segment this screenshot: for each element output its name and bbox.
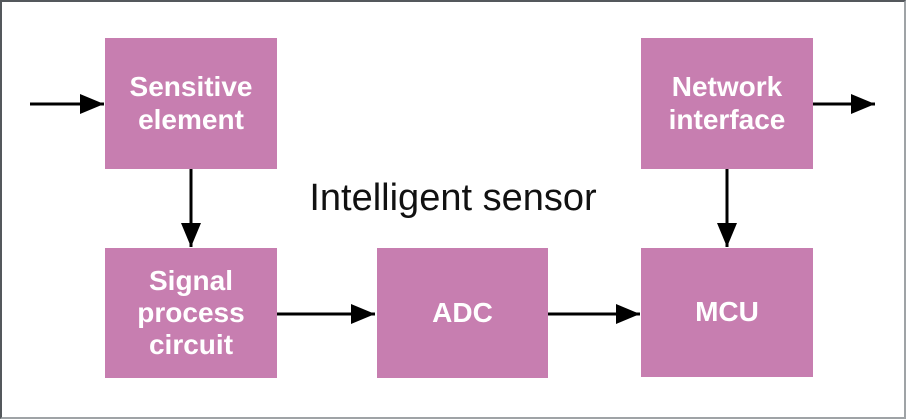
block-label-sensitive-element: Sensitive element [129,71,253,135]
block-adc: ADC [377,248,548,378]
diagram-title: Intelligent sensor [309,177,597,219]
block-label-adc: ADC [432,296,493,328]
block-label-signal-process-circuit: Signal process circuit [137,264,245,361]
block-label-mcu: MCU [695,296,759,328]
block-mcu: MCU [641,248,813,377]
block-sensitive-element: Sensitive element [105,38,277,169]
block-signal-process-circuit: Signal process circuit [105,248,277,378]
block-label-network-interface: Network interface [668,71,786,135]
block-network-interface: Network interface [641,38,813,169]
